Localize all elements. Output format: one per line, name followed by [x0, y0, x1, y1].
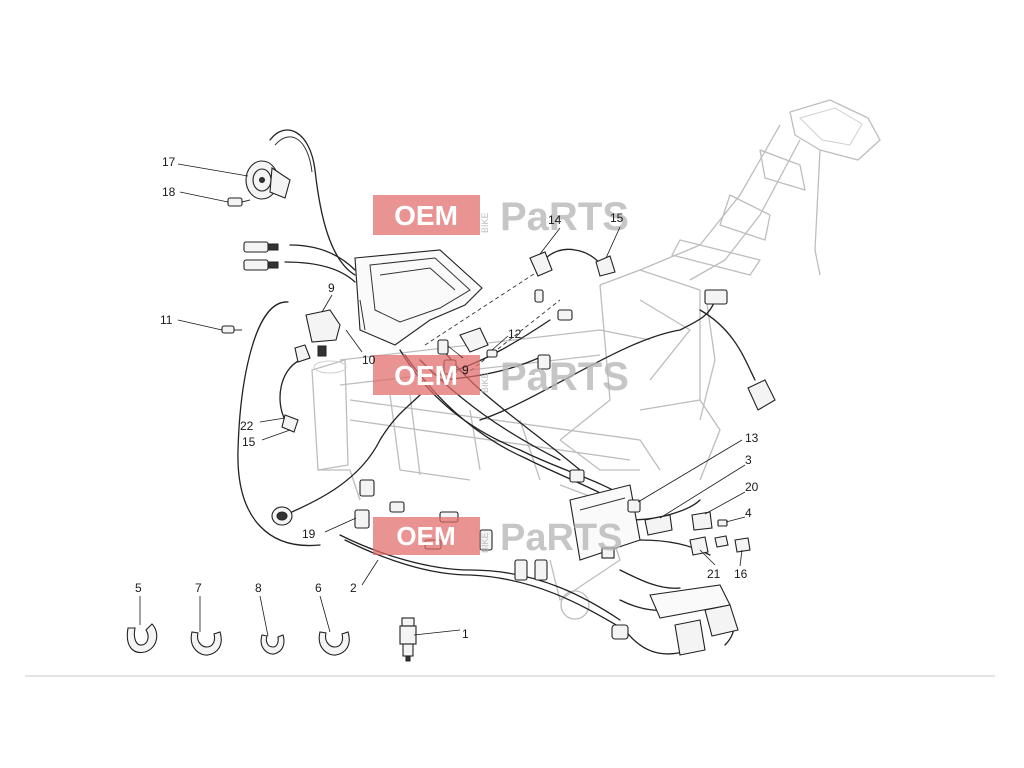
callout-19: 19 [302, 527, 316, 541]
part-20 [691, 511, 713, 531]
motorcycle-frame [311, 99, 881, 620]
callout-7: 7 [195, 581, 202, 595]
regulator [611, 584, 739, 656]
svg-text:BIKE: BIKE [480, 212, 490, 233]
callout-8: 8 [255, 581, 262, 595]
callout-5: 5 [135, 581, 142, 595]
callout-3: 3 [745, 453, 752, 467]
svg-text:PaRTS: PaRTS [500, 517, 622, 559]
clip-part-6 [318, 631, 350, 656]
spark-plug-part-1 [399, 617, 417, 662]
front-connector-upper [243, 241, 269, 253]
svg-text:BIKE: BIKE [480, 372, 490, 393]
sensor-part-15 [595, 255, 616, 277]
svg-text:OEM: OEM [396, 521, 455, 551]
airbox [354, 249, 483, 346]
callout-1: 1 [462, 627, 469, 641]
callout-6: 6 [315, 581, 322, 595]
callout-16: 16 [734, 567, 748, 581]
watermark-middle: OEM BIKE PaRTS [373, 355, 629, 399]
callout-9-lower: 9 [462, 363, 469, 377]
svg-text:BIKE: BIKE [480, 532, 490, 553]
callout-15-left: 15 [242, 435, 256, 449]
part-21 [689, 536, 709, 556]
leader-lines [139, 163, 746, 637]
front-connector-lower [243, 259, 269, 271]
svg-text:OEM: OEM [394, 360, 458, 391]
callout-10: 10 [362, 353, 376, 367]
part-16 [734, 537, 751, 553]
callout-20: 20 [745, 480, 759, 494]
callout-18: 18 [162, 185, 176, 199]
svg-text:PaRTS: PaRTS [500, 195, 629, 239]
battery-box [569, 484, 641, 561]
clip-part-5 [126, 623, 158, 654]
svg-text:OEM: OEM [394, 200, 458, 231]
callout-13: 13 [745, 431, 759, 445]
svg-text:PaRTS: PaRTS [500, 355, 629, 399]
callout-labels: 17 18 11 9 10 9 12 14 15 22 15 19 2 1 13… [135, 155, 759, 641]
callout-11: 11 [160, 313, 173, 327]
main-wiring-harness [237, 129, 756, 655]
callout-9-upper: 9 [328, 281, 335, 295]
watermark: OEM BIKE PaRTS OEM BIKE PaRTS OEM BIKE P… [373, 195, 629, 559]
callout-14: 14 [548, 213, 562, 227]
callout-21: 21 [707, 567, 721, 581]
part-4 [717, 519, 728, 527]
part-12 [459, 327, 498, 358]
callout-17: 17 [162, 155, 176, 169]
relay-part-9 [305, 309, 341, 357]
components [126, 160, 776, 662]
sensor-part-22 [281, 414, 299, 433]
part-3 [644, 514, 673, 536]
part-13 [627, 499, 641, 513]
clip-part-8 [260, 634, 285, 655]
clip-part-7 [190, 631, 222, 656]
horn-bolt [227, 197, 251, 207]
callout-12: 12 [508, 327, 522, 341]
watermark-top: OEM BIKE PaRTS [373, 195, 629, 239]
bolt-part-11 [221, 325, 242, 334]
callout-15-top: 15 [610, 211, 624, 225]
callout-2: 2 [350, 581, 357, 595]
horn [245, 160, 291, 200]
callout-4: 4 [745, 506, 752, 520]
round-connector [271, 506, 293, 526]
watermark-bottom: OEM BIKE PaRTS [373, 517, 622, 559]
callout-22: 22 [240, 419, 254, 433]
